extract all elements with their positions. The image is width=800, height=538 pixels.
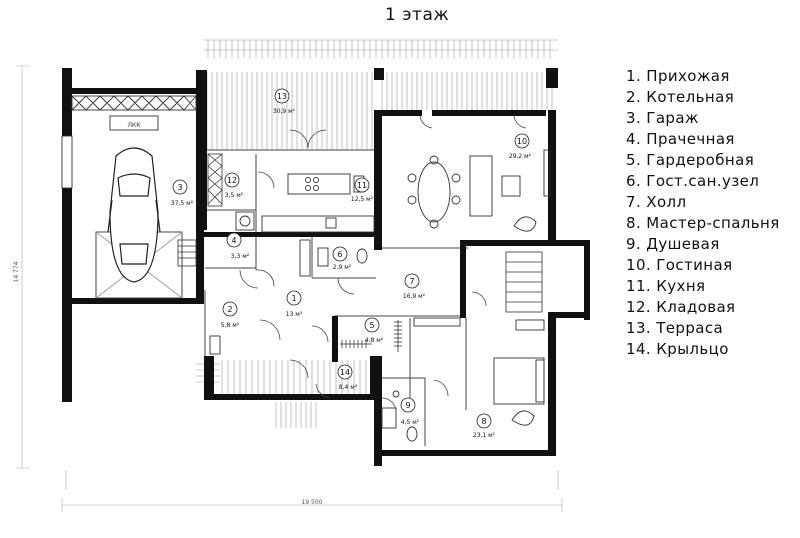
room-number: 3: [177, 183, 182, 192]
depth-dimension: 14 774: [13, 261, 20, 282]
room-area: 30,9 м²: [273, 108, 296, 115]
width-dimension: 19 500: [302, 499, 323, 506]
legend-item: 11. Кухня: [626, 277, 706, 295]
room-number: 14: [340, 368, 350, 377]
room-area: 13 м²: [286, 311, 303, 318]
bedroom-furniture: [413, 317, 545, 426]
room-number: 2: [227, 305, 232, 314]
room-area: 29,2 м²: [509, 153, 532, 160]
room-legend: 1. Прихожая 2. Котельная 3. Гараж 4. Пра…: [626, 66, 780, 360]
living-room-furniture: [407, 149, 551, 232]
legend-item: 3. Гараж: [626, 109, 699, 127]
room-area: 3,3 м²: [231, 253, 250, 260]
legend-item: 1. Прихожая: [626, 67, 730, 85]
legend-item: 4. Прачечная: [626, 130, 735, 148]
legend-item: 2. Котельная: [626, 88, 735, 106]
storage-shelves: [207, 153, 223, 207]
legend-item: 13. Терраса: [626, 319, 724, 337]
room-number: 7: [409, 277, 414, 286]
kitchen-furniture: [261, 173, 375, 233]
room-number: 13: [277, 92, 287, 101]
dimension-lines: [16, 65, 563, 512]
room-number: 12: [227, 176, 237, 185]
room-number: 4: [231, 236, 236, 245]
room-area: 12,5 м²: [351, 196, 374, 203]
legend-item: 8. Мастер-спальня: [626, 214, 780, 232]
legend-item: 10. Гостиная: [626, 256, 733, 274]
room-number: 11: [357, 181, 367, 190]
door-swings: [239, 115, 527, 413]
room-area: 2,9 м²: [333, 264, 352, 271]
legend-item: 7. Холл: [626, 193, 687, 211]
legend-item: 9. Душевая: [626, 235, 720, 253]
legend-item: 14. Крыльцо: [626, 340, 729, 358]
room-area: 16,9 м²: [403, 293, 426, 300]
room-area: 23,1 м²: [473, 432, 496, 439]
room-number: 5: [369, 321, 374, 330]
plan-title: 1 этаж: [385, 5, 450, 25]
washing-machine-icon: [235, 211, 255, 231]
room-number: 6: [337, 250, 342, 259]
wardrobe-rail: [340, 320, 402, 352]
room-number: 9: [405, 401, 410, 410]
legend-item: 12. Кладовая: [626, 298, 736, 316]
room-number: 1: [291, 294, 296, 303]
room-area: 3,5 м²: [225, 192, 244, 199]
room-area: 4,8 м²: [365, 337, 384, 344]
bathroom-fixtures: [209, 239, 418, 442]
room-area: 8,4 м²: [339, 384, 358, 391]
room-area: 5,8 м²: [221, 322, 240, 329]
walls: [62, 68, 590, 466]
car-icon: [107, 147, 161, 283]
legend-item: 5. Гардеробная: [626, 151, 755, 169]
room-number: 8: [481, 417, 486, 426]
room-number: 10: [517, 137, 527, 146]
porch-deck: [196, 360, 367, 428]
garage-item-label: ЛКК: [127, 122, 141, 129]
room-area: 4,5 м²: [401, 419, 420, 426]
room-labels: 1 13 м² 2 5,8 м² 3 37,5 м² 4 3,3 м² 5 4,…: [171, 88, 532, 439]
staircase: [177, 239, 543, 313]
legend-item: 6. Гост.сан.узел: [626, 172, 760, 190]
room-area: 37,5 м²: [171, 200, 194, 207]
